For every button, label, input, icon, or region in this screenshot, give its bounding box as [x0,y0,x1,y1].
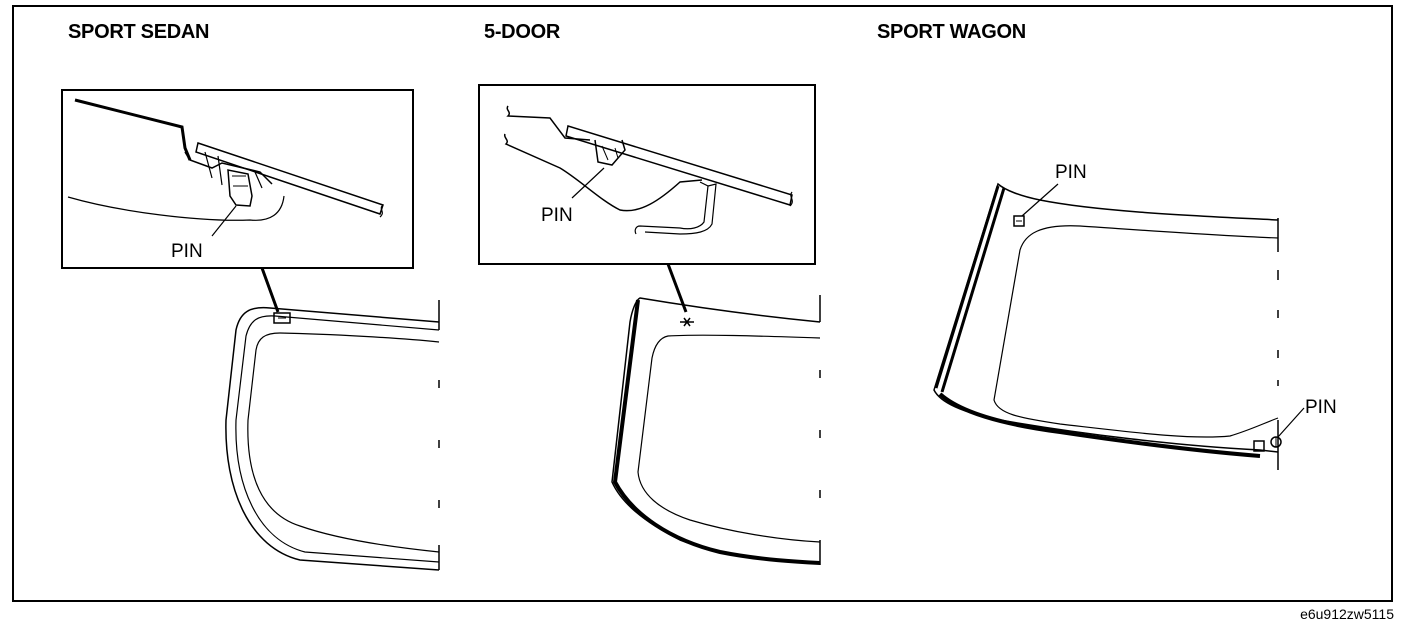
five-door-detail-box [478,84,816,265]
pin-icon [273,312,291,324]
pin-icon [1253,436,1282,452]
sedan-pin-label: PIN [171,241,203,262]
sport-wagon-title: SPORT WAGON [877,21,1026,43]
sport-wagon-panel [933,182,1305,470]
five-door-title: 5-DOOR [484,21,560,43]
sport-sedan-title: SPORT SEDAN [68,21,210,43]
sedan-detail-box [61,89,414,269]
wagon-pin-bottom-label: PIN [1305,397,1337,418]
wagon-pin-top-label: PIN [1055,162,1087,183]
pin-icon [1013,215,1025,227]
five-door-panel [478,84,821,565]
five-door-pin-label: PIN [541,205,573,226]
clip-icon [594,139,626,166]
figure-code: e6u912zw5115 [1300,606,1394,622]
diagram-frame [12,5,1393,602]
pin-icon [680,317,694,327]
clip-icon [227,169,253,207]
sport-sedan-panel [61,89,440,571]
